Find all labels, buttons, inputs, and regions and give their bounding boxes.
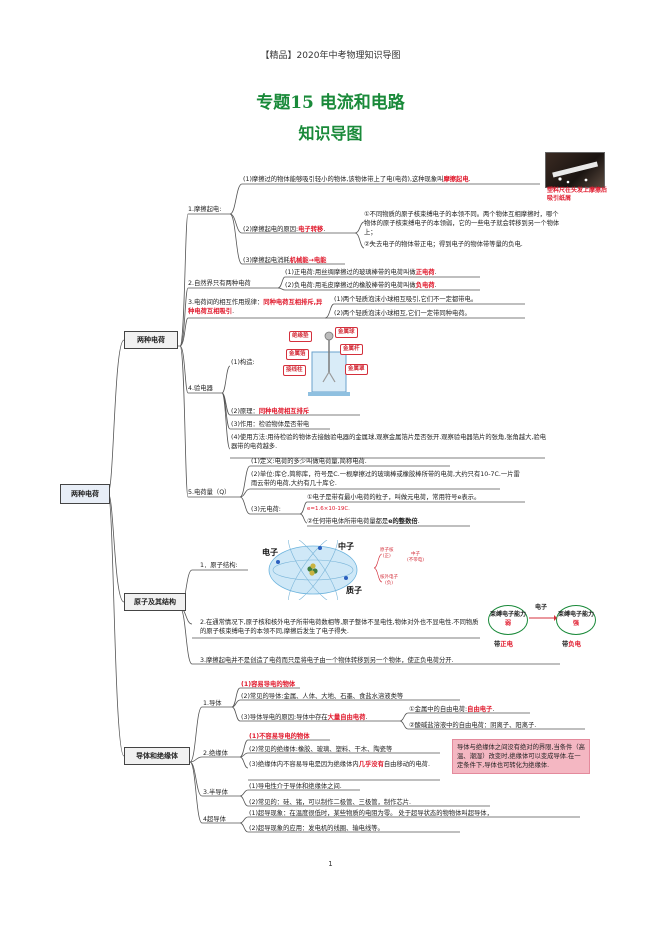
ruler-paper-icon (552, 161, 599, 184)
superconductor-application: (2)超导现象的应用：发电机的线圈、输电线等。 (249, 825, 384, 832)
solution-free-charge: ②酸碱盐溶液中的自由电荷：阴离子、阳离子. (409, 722, 537, 729)
friction-photo-caption: 塑料尺在头发上摩擦后吸引纸屑 (547, 187, 608, 202)
electroscope-usage: (4)使用方法:用待检验的物体去接触验电器的金属球,观察金属箔片是否张开.观察验… (231, 434, 547, 450)
electroscope-diagram (308, 331, 350, 396)
part-metal-foil: 金属箔 (286, 349, 309, 360)
friction-reason-2: ②失去电子的物体带正电；得到电子的物体带等量的负电. (364, 241, 523, 248)
part-insulating-pad: 绝缘垫 (289, 331, 312, 342)
friction-reason-1: ①不同物质的原子核束缚电子的本领不同。两个物体互相摩擦时，哪个物体的原子核束缚电… (364, 211, 560, 236)
page-header: 【精品】2020年中考物理知识导图 (260, 51, 401, 61)
two-kinds-label: 2.自然界只有两种电荷 (188, 280, 251, 287)
page-subtitle: 知识导图 (298, 124, 363, 143)
part-metal-cover: 金属罩 (345, 364, 368, 375)
page-title: 专题15 电流和电路 (256, 93, 405, 113)
electroscope-structure: (1)构造: (231, 359, 255, 366)
semiconductor-def: (1)导电性介于导体和绝缘体之间. (249, 783, 342, 790)
charge-unit: (2)单位:库仑,简称库，符号是C.一根摩擦过的玻璃棒或橡胶棒所带的电荷,大约只… (251, 471, 520, 487)
electroscope-function: (3)作用：检验物体是否带电 (231, 421, 310, 428)
atom-tree-connectors (373, 553, 383, 583)
elementary-charge-value: e=1.6×10-19C. (307, 506, 350, 512)
interaction-case-2: (2)两个轻质泡沫小球相互,它们一定带同种电荷。 (334, 310, 471, 317)
insulator-reason: (3)绝缘体内不容易导电是因为绝缘体内几乎没有自由移动的电荷. (249, 761, 430, 768)
insulator-def: (1)不容易导电的物体 (249, 733, 310, 740)
part-metal-ball: 金属球 (335, 327, 358, 338)
superconductor-label: 4超导体 (203, 816, 226, 823)
part-terminal: 接线柱 (283, 365, 306, 376)
friction-label: 1.摩擦起电: (188, 206, 222, 213)
atom-neutron-label: 中子 (338, 542, 354, 551)
semiconductor-label: 3.半导体 (203, 789, 228, 796)
root-node: 两种电荷 (60, 484, 110, 504)
branch-two-charges: 两种电荷 (124, 331, 178, 349)
conductor-label: 1.导体 (203, 700, 222, 707)
friction-item-3: (3)摩擦起电消耗机械能→电能 (243, 257, 327, 264)
friction-photo (545, 152, 605, 188)
conductor-def: (1)容易导电的物体 (241, 681, 296, 688)
connector-root-b3 (107, 492, 125, 757)
nucleus-label: 原子核(正) (380, 548, 394, 559)
superconductor-def: (1)超导现象：在温度很低时，某些物质的电阻为零。 处于超导状态的物物体叫超导体… (249, 810, 493, 817)
charge-definition: (1)定义:电荷的多少叫做电荷量,简称电荷. (251, 458, 367, 465)
elementary-charge-label: (3)元电荷: (251, 506, 281, 513)
insulator-label: 2.绝缘体 (203, 750, 228, 757)
electroscope-principle: (2)原理：同种电荷相互排斥 (231, 408, 310, 415)
elementary-charge-2: ②任何带电体所带电荷量都是e的整数倍. (307, 518, 420, 525)
elementary-charge-1: ①电子是带有最小电荷的粒子，叫做元电荷，常用符号e表示。 (307, 494, 481, 501)
electroscope-label: 4.验电器 (188, 385, 213, 392)
positive-result: 带正电 (494, 641, 513, 648)
semiconductor-examples: (2)常见的：硅、锗，可以制作二极管、三极管，制作芯片. (249, 799, 412, 806)
atom-proton-label: 质子 (346, 586, 362, 595)
branch-atom-structure: 原子及其结构 (124, 593, 186, 611)
friction-item-1: (1)摩擦过的物体能够吸引轻小的物体,该物体带上了电(电荷),这种现象叫摩擦起电… (243, 176, 471, 183)
interaction-label: 3.电荷间的相互作用规律：同种电荷互相排斥,异种电荷互相吸引. (188, 299, 323, 315)
weak-binding-circle: 束缚电子能力弱 (488, 605, 528, 635)
strong-binding-circle: 束缚电子能力强 (556, 605, 596, 635)
atom-neutral-text: 2.在通常情况下,原子核和核外电子所带电荷数相等,原子整体不显电性,物体对外也不… (200, 619, 479, 635)
conductor-reason: (3)导体导电的原因:导体中存在大量自由电荷. (241, 714, 368, 721)
conductor-insulator-note: 导体与绝缘体之间没有绝对的界限,当条件（高温、潮湿）改变时,绝缘体可以变成导体.… (452, 739, 590, 774)
friction-item-2: (2)摩擦起电的原因:电子转移. (243, 226, 326, 233)
atom-diagram (268, 540, 358, 600)
negative-charge-def: (2)负电荷:用毛皮摩擦过的橡胶棒带的电荷叫做负电荷. (285, 282, 437, 289)
atom-electron-label: 电子 (262, 548, 278, 557)
electron-arrow-label: 电子 (535, 604, 548, 611)
part-metal-rod: 金属杆 (340, 344, 363, 355)
outer-electron-label: 核外电子(负) (380, 575, 398, 586)
neutron-sub-label: 中子(不带电) (407, 552, 425, 563)
atom-structure-label: 1．原子结构: (200, 562, 238, 569)
negative-result: 带负电 (562, 641, 581, 648)
charge-label: 5.电荷量（Q） (188, 489, 231, 496)
connector-root-b1 (107, 339, 125, 494)
metal-free-charge: ①金属中的自由电荷:自由电子. (409, 706, 495, 713)
electron-arrow-icon (529, 615, 557, 621)
positive-charge-def: (1)正电荷:用丝绸摩擦过的玻璃棒带的电荷叫做正电荷. (285, 269, 437, 276)
branch-conductors: 导体和绝缘体 (124, 747, 190, 765)
insulator-examples: (2)常见的绝缘体:橡胶、玻璃、塑料、干木、陶瓷等 (249, 746, 393, 753)
page-number: 1 (328, 860, 333, 868)
atom-friction-note: 3.摩擦起电并不是创造了电荷而只是将电子由一个物体转移到另一个物体，使正负电荷分… (200, 657, 454, 664)
interaction-case-1: (1)两个轻质泡沫小球相互吸引,它们不一定都带电。 (334, 296, 478, 303)
conductor-examples: (2)常见的导体:金属、人体、大地、石墨、食盐水溶液类等 (241, 693, 404, 700)
